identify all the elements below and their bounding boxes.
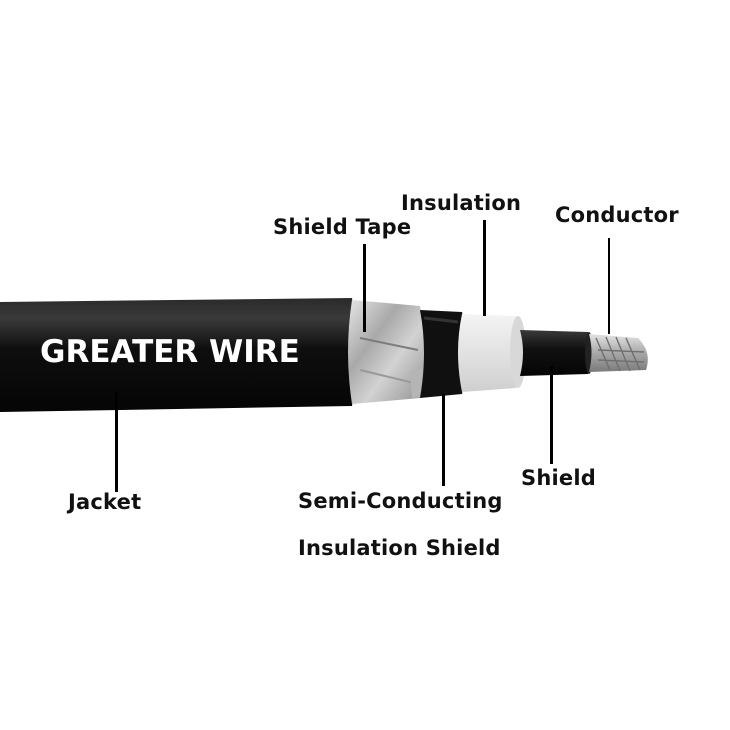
jacket-leader-line <box>115 392 118 492</box>
shield-tape-leader-line <box>363 244 366 332</box>
label-conductor: Conductor <box>555 203 679 227</box>
semi-conducting-section <box>420 310 466 398</box>
insulation-section <box>458 314 526 392</box>
shield-section <box>520 330 593 376</box>
semi-conducting-leader-line <box>442 394 445 486</box>
label-semi-conducting-line2: Insulation Shield <box>298 536 501 560</box>
label-shield-tape: Shield Tape <box>273 215 412 239</box>
insulation-leader-line <box>483 220 486 316</box>
conductor-section <box>589 334 648 372</box>
label-jacket: Jacket <box>68 490 142 514</box>
label-semi-conducting-line1: Semi-Conducting <box>298 489 503 513</box>
shield-leader-line <box>550 366 553 464</box>
label-insulation: Insulation <box>401 191 522 215</box>
brand-print: GREATER WIRE <box>40 334 300 370</box>
label-shield: Shield <box>521 466 596 490</box>
jacket-section <box>0 298 357 412</box>
conductor-leader-line <box>608 238 610 334</box>
